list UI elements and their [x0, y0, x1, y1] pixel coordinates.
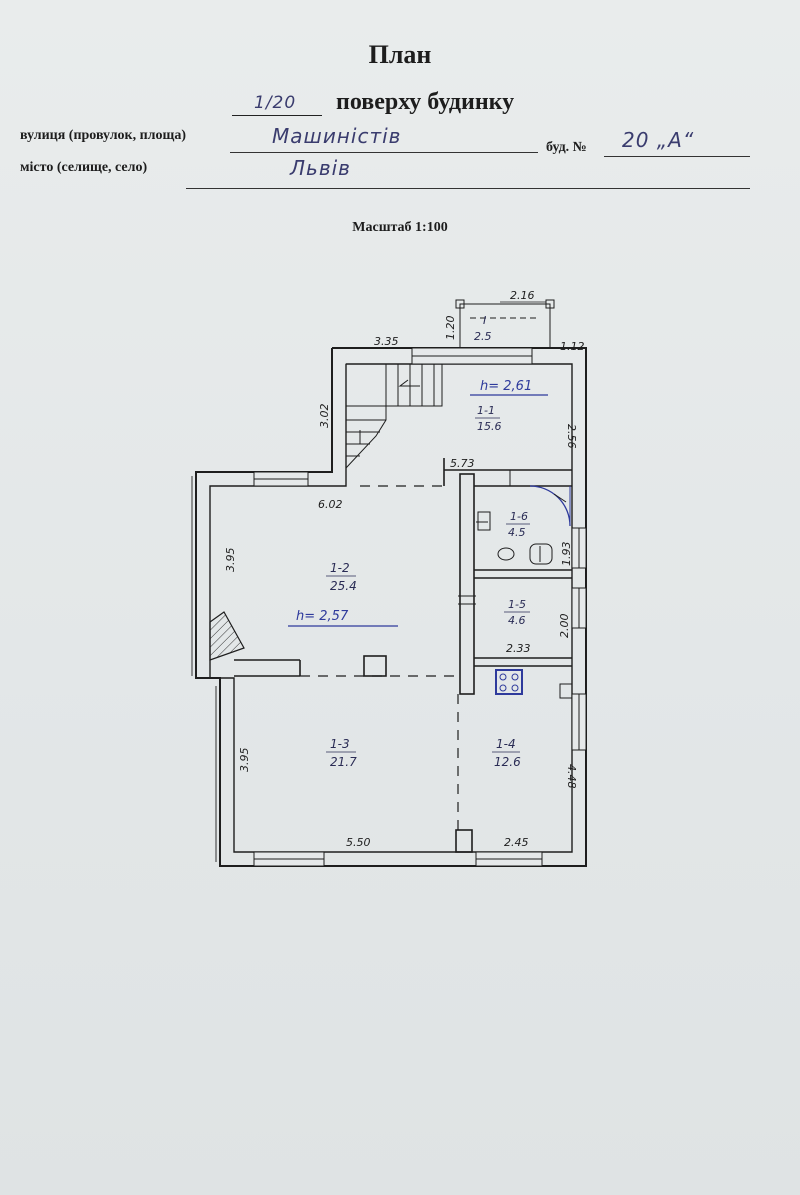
dim-stair-left: 3.02: [318, 404, 331, 429]
street-label: вулиця (провулок, площа): [20, 128, 187, 143]
room-label-1-2: 1-2 25.4: [326, 561, 357, 593]
room-label-1-3: 1-3 21.7: [326, 737, 357, 769]
plan-subtitle: 1/20 поверху будинку: [232, 80, 514, 116]
dim-r14-right: 4.48: [565, 764, 578, 789]
city-line: [186, 188, 750, 189]
city-value: Львів: [290, 156, 351, 180]
height-main: h= 2,57: [296, 609, 349, 624]
room-1-3-id: 1-3: [330, 737, 350, 751]
bathroom-fixtures: [477, 470, 571, 565]
room-1-4-area: 12.6: [494, 755, 521, 769]
dim-r16-right: 1.93: [560, 542, 573, 567]
floor-number-field: 1/20: [232, 87, 322, 116]
dim-mid-top: 5.73: [450, 457, 475, 470]
porch: [455, 299, 555, 348]
room-labels: I 2.5 1-1 15.6 1-2 25.4 1-3 21.7 1-4 12.…: [326, 314, 530, 769]
room-porch-id: I: [483, 314, 486, 327]
floor-number-value: 1/20: [254, 93, 297, 113]
room-label-porch: I 2.5: [474, 314, 492, 343]
city-label: місто (селище, село): [20, 160, 148, 175]
room-label-1-6: 1-6 4.5: [506, 510, 530, 539]
room-1-1-area: 15.6: [477, 420, 502, 433]
room-1-5-id: 1-5: [508, 598, 526, 611]
scale-label: Масштаб 1:100: [352, 220, 448, 235]
dim-r12-left: 3.95: [224, 548, 237, 573]
street-line: [230, 152, 538, 153]
building-label: буд. №: [546, 140, 587, 155]
dim-bottom-left: 5.50: [346, 836, 371, 849]
room-1-2-area: 25.4: [330, 579, 357, 593]
room-porch-area: 2.5: [474, 330, 492, 343]
staircase: [345, 363, 443, 469]
room-label-1-5: 1-5 4.6: [504, 598, 530, 627]
height-upper: h= 2,61: [480, 379, 532, 394]
street-value: Машиністів: [272, 124, 402, 148]
room-1-6-area: 4.5: [508, 526, 526, 539]
room-label-1-1: 1-1 15.6: [475, 404, 502, 433]
dim-bottom-right: 2.45: [504, 836, 529, 849]
building-line: [604, 156, 750, 157]
dim-top-wall: 3.35: [374, 335, 399, 348]
room-1-4-id: 1-4: [496, 737, 516, 751]
dim-r15-right: 2.00: [558, 614, 571, 639]
stove-icon: [209, 611, 245, 661]
subtitle-text: поверху будинку: [336, 89, 515, 115]
dim-r12-top: 6.02: [318, 498, 343, 511]
windows: [253, 347, 587, 867]
room-1-2-id: 1-2: [330, 561, 350, 575]
dim-r13-left: 3.95: [238, 748, 251, 773]
openings: [300, 485, 460, 830]
dim-top-right: 1.12: [560, 340, 585, 353]
interior-walls: [234, 458, 572, 853]
exterior-walls: [195, 347, 587, 867]
room-1-1-id: 1-1: [477, 404, 495, 417]
ceiling-heights: h= 2,61 h= 2,57: [288, 379, 548, 627]
dim-porch-depth: 1.20: [444, 316, 457, 341]
plan-title: План: [368, 40, 432, 69]
ground-hatch: [191, 476, 217, 862]
room-1-6-id: 1-6: [510, 510, 528, 523]
dim-porch-width: 2.16: [510, 289, 535, 302]
dim-r15-bottom: 2.33: [506, 642, 531, 655]
dim-r11-right: 2.56: [565, 424, 578, 449]
room-1-3-area: 21.7: [330, 755, 357, 769]
door-sills: [458, 521, 488, 605]
room-label-1-4: 1-4 12.6: [492, 737, 521, 769]
gas-stove-icon: [495, 669, 573, 699]
dimension-labels: 2.16 1.20 3.35 1.12 3.02 2.56 5.73 6.02 …: [224, 289, 585, 849]
building-value: 20 „А“: [622, 128, 695, 152]
room-1-5-area: 4.6: [508, 614, 526, 627]
